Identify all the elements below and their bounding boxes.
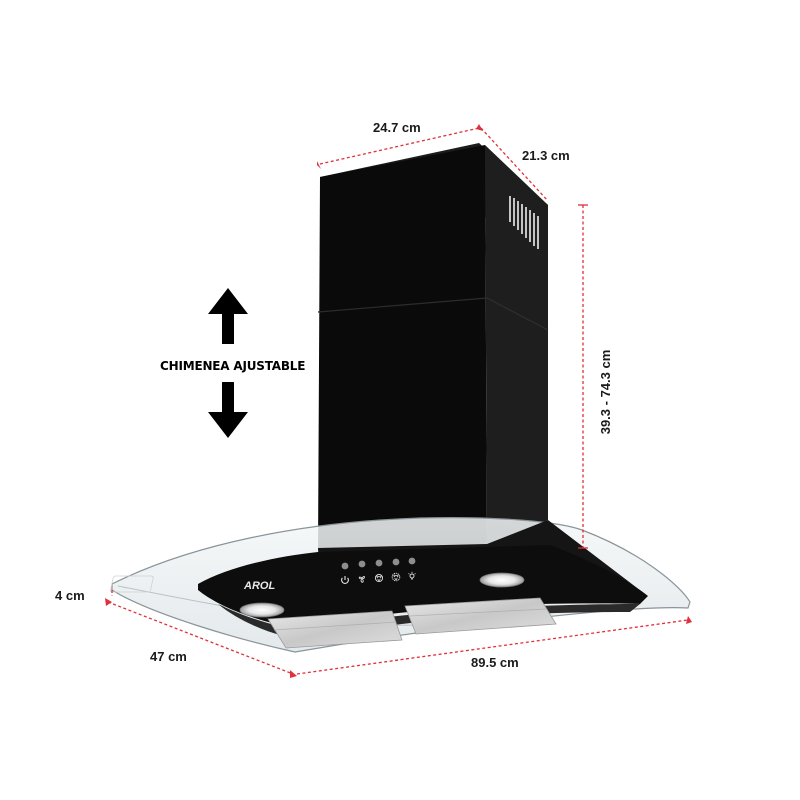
control-button[interactable] [392,558,400,566]
dim-chimney-width: 24.7 cm [373,120,421,135]
lamp-left [239,602,285,618]
adjustable-chimney-label: CHIMENEA AJUSTABLE [160,359,305,373]
svg-text:AROL: AROL [243,580,275,592]
filter-right [404,597,557,635]
fan-high-icon [391,572,401,582]
control-panel [341,557,416,584]
power-icon [341,576,349,584]
dim-hood-width: 89.5 cm [471,655,519,670]
hood-body: AROL [110,520,648,649]
fan-low-icon [358,576,365,583]
control-button[interactable] [341,562,349,570]
control-button[interactable] [408,557,416,565]
dim-glass-thickness: 4 cm [55,588,85,603]
chimney [317,143,549,552]
dim-chimney-depth: 21.3 cm [522,148,570,163]
dim-chimney-height: 39.3 - 74.3 cm [598,350,613,435]
double-vertical-arrow-icon [208,288,248,438]
hood-front-panel [198,545,648,628]
vent-grille [509,196,539,249]
lamp-right [479,572,525,588]
light-icon [408,571,416,580]
dim-hood-depth: 47 cm [150,649,187,664]
control-button[interactable] [375,559,383,567]
chimney-front [318,145,487,552]
chimney-side [485,145,548,548]
control-button[interactable] [358,560,366,568]
chimney-seam [317,297,488,313]
dimension-lines [105,124,692,678]
filter-left [267,610,403,649]
fan-mid-icon [374,573,384,583]
brand-logo: AROL [110,575,275,593]
